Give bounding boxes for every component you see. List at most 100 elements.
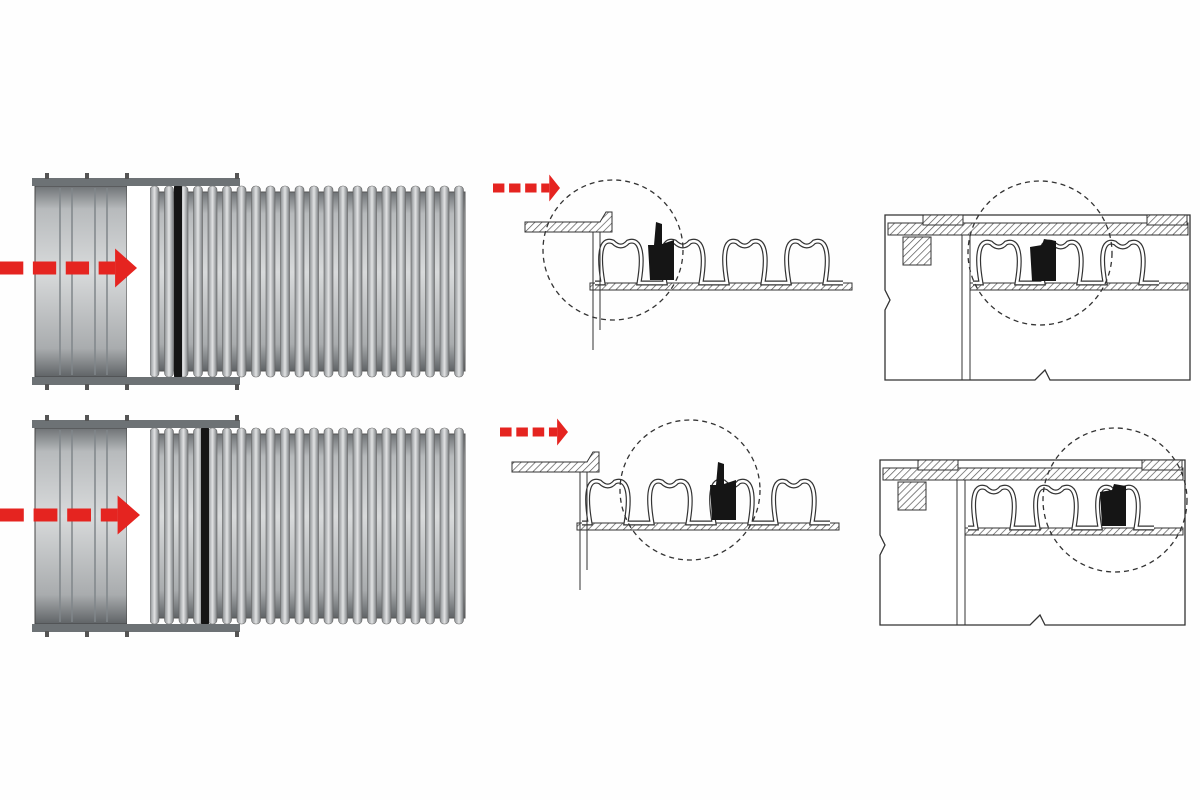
arrow-dash [532,427,545,437]
pipe-corrugation-rib [149,185,160,378]
pipe-corrugation-rib [425,427,435,625]
socket-lug [235,415,239,421]
socket-lug [45,173,49,179]
pipe-corrugation-rib [178,427,189,625]
arrow-dash [500,427,512,437]
arrow-dash [0,508,24,522]
pipe-corrugation-rib [149,427,160,625]
pipe-corrugation-rib [236,427,247,625]
sealing-ring-section [648,222,674,280]
sealing-ring [174,184,182,379]
socket-lug [125,631,129,637]
sealing-ring-section [710,462,736,520]
seal-detail-top-start [524,179,853,350]
seal-detail-bottom-inserted [879,427,1188,626]
arrow-dash [33,508,58,522]
corrugation-profile [595,238,843,286]
pipe-corrugation-rib [352,185,363,378]
socket-body [34,427,128,625]
socket-lug [85,173,89,179]
pipe-corrugation-rib [338,427,348,625]
socket-gap [127,186,150,377]
socket-lug [45,384,49,390]
corrugation-profile-inner [973,240,1159,285]
arrow-dash [493,183,505,193]
spacer-block [902,236,932,266]
arrow-shaft [98,261,116,275]
socket-lug [235,173,239,179]
pipe-corrugation-rib [410,185,421,378]
socket-flange [524,211,613,233]
socket-wall [887,222,1189,236]
sealing-ring-section [1030,239,1056,281]
pipe-corrugation-rib [381,427,392,625]
pipe-corrugation-rib [454,185,464,378]
pipe-assembly-bottom [32,415,466,637]
socket-collar [1141,459,1183,471]
socket-flange [511,451,600,473]
detail-highlight-circle [542,179,684,321]
pipe-corrugation-rib [323,427,334,625]
socket-body [34,185,128,378]
arrow-dash [0,261,24,275]
socket-lug [85,415,89,421]
socket-collar [922,214,964,226]
socket-lug [125,384,129,390]
pipe-corrugation-rib [410,427,421,625]
pipe-corrugation-rib [236,185,247,378]
pipe-corrugation-rib [439,427,450,625]
sealing-ring-section [1100,484,1126,526]
insertion-arrow-bottom [0,495,140,535]
detail-highlight-circle [619,419,761,561]
socket-top-rim [32,420,240,428]
pipe-corrugation-rib [381,185,392,378]
pipe-corrugation-rib [164,427,174,625]
socket-collar [1146,214,1188,226]
arrow-dash [65,261,90,275]
arrow-shaft [548,427,558,437]
corrugation-profile-inner [582,479,830,525]
pipe-corrugation-rib [222,185,232,378]
corrugation-profile-inner [595,239,843,285]
pipe-corrugation-rib [280,427,290,625]
socket-lug [45,415,49,421]
corrugation-profile [582,478,830,526]
socket-bottom-rim [32,624,240,632]
socket-collar [917,459,959,471]
arrow-dash [509,183,521,193]
socket-lug [85,631,89,637]
arrow-dash [525,183,537,193]
pipe-corrugation-rib [265,185,276,378]
pipe-corrugation-rib [309,427,319,625]
pipe-corrugation-rib [207,427,218,625]
pipe-corrugation-rib [338,185,348,378]
direction-arrow-top [493,174,560,202]
seal-detail-top-inserted [884,180,1191,381]
socket-lug [235,631,239,637]
socket-gap [127,428,150,624]
pipe-corrugation-rib [222,427,232,625]
socket-lug [125,415,129,421]
arrow-shaft [100,508,118,522]
pipe-corrugation-rib [294,185,305,378]
pipe-corrugation-rib [396,185,406,378]
arrow-shaft [541,183,550,193]
detail-highlight-circle [1042,427,1188,573]
pipe-corrugation-rib [309,185,319,378]
arrow-dash [516,427,528,437]
arrow-head [115,248,137,288]
pipe-corrugation-rib [367,185,377,378]
pipe-corrugation-rib [396,427,406,625]
direction-arrow-bottom [500,418,568,446]
pipe-corrugation-rib [367,427,377,625]
pipe-corrugation-rib [425,185,435,378]
sealing-ring [201,426,209,626]
pipe-section-outline [884,214,1191,381]
socket-wall [882,467,1184,481]
insertion-arrow-top [0,248,137,288]
pipe-assembly-top [32,173,466,390]
pipe-corrugation-rib [323,185,334,378]
pipe-corrugation-rib [251,427,261,625]
